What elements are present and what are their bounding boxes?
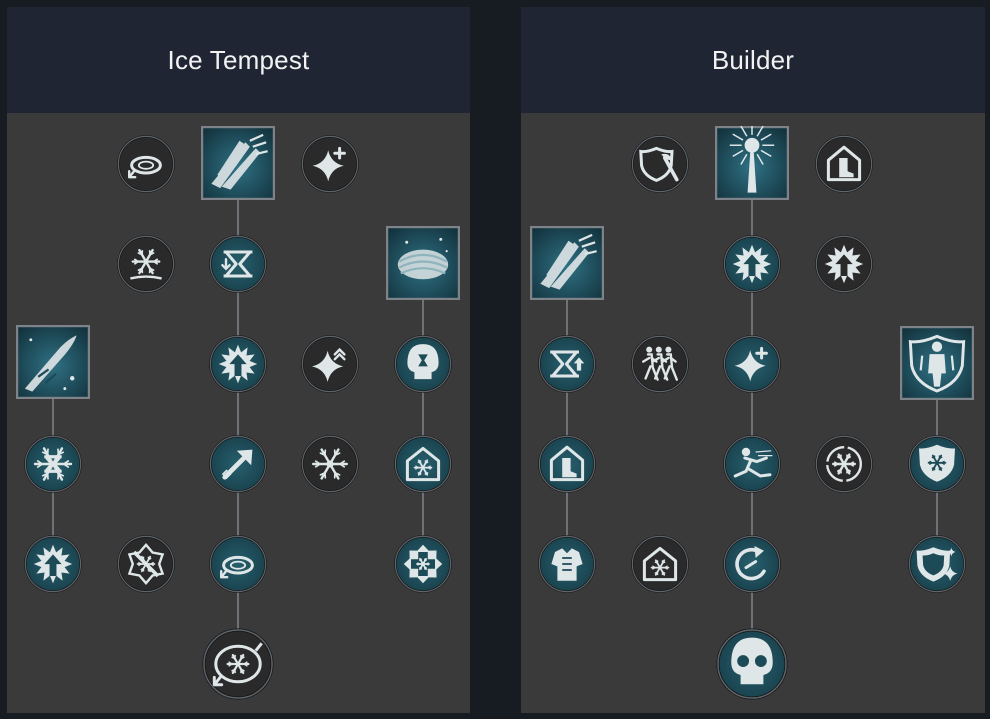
skill-node[interactable] [208,534,268,594]
skill-tree [521,7,985,713]
snowflake-hourglass-icon [33,447,73,481]
panel-header: Ice Tempest [7,7,470,113]
skill-node[interactable] [116,534,176,594]
skill-node[interactable] [386,226,460,300]
skill-node[interactable] [16,325,90,399]
skill-node[interactable] [393,534,453,594]
shield-snowflake-icon [919,444,955,482]
skill-node[interactable] [208,334,268,394]
skill-node[interactable] [630,334,690,394]
skill-node[interactable] [537,434,597,494]
skill-node[interactable] [814,234,874,294]
frost-comet-icon [24,335,77,392]
house-boot-icon [549,445,585,482]
skill-node[interactable] [900,326,974,400]
burst-up-arrow-icon [218,344,258,384]
sparkle-plus-icon [734,346,768,382]
snowflake-slash-icon [127,542,165,586]
running-figures-icon [642,346,678,381]
sparkle-chevrons-icon [312,347,346,382]
skill-node[interactable] [300,334,360,394]
snowflake-ground-icon [130,248,162,280]
skill-node[interactable] [907,534,967,594]
skill-node[interactable] [907,434,967,494]
skill-node[interactable] [208,434,268,494]
skill-node[interactable] [116,134,176,194]
frozen-figure-shield-icon [908,334,966,393]
skill-node[interactable] [722,234,782,294]
panel-header: Builder [521,7,985,113]
skill-node[interactable] [537,334,597,394]
orbit-return-icon [220,555,254,579]
shield-sparkle-icon [916,547,958,582]
skill-node[interactable] [814,134,874,194]
ice-shards-icon [211,133,268,190]
skull-snowflake-icon [731,637,773,685]
panel-title: Ice Tempest [167,44,310,75]
skill-node[interactable] [722,334,782,394]
ice-shards-icon [540,233,597,290]
house-snowflake-icon [642,546,678,582]
snowflake-circle-icon [826,446,862,482]
skill-node[interactable] [715,126,789,200]
snowflake-cross-icon [403,544,443,584]
skill-node[interactable] [23,534,83,594]
skill-node[interactable] [208,234,268,294]
skull-hourglass-icon [407,344,439,380]
shield-axe-icon [639,146,679,182]
figure-slide-icon [733,447,773,478]
circular-arrow-icon [735,546,766,581]
skill-node[interactable] [393,434,453,494]
skill-node[interactable] [715,627,789,701]
skill-node[interactable] [530,226,604,300]
skill-tree-panel-builder: Builder [521,7,985,713]
house-boot-icon [826,145,862,182]
burst-up-arrow-icon [824,244,864,284]
skill-node[interactable] [116,234,176,294]
skill-node[interactable] [722,434,782,494]
light-pillar-icon [729,126,775,193]
panel-title: Builder [711,44,795,75]
skill-node[interactable] [722,534,782,594]
snowflake-burst-icon [312,448,348,480]
armor-icon [551,548,583,581]
skill-node[interactable] [201,126,275,200]
hourglass-up-icon [550,350,585,378]
arrow-upright-icon [221,449,253,480]
skill-tree-panel-ice-tempest: Ice Tempest [7,7,470,713]
skill-node[interactable] [630,134,690,194]
skill-node[interactable] [630,534,690,594]
skill-node[interactable] [201,627,275,701]
skill-node[interactable] [393,334,453,394]
orbit-snowflake-icon [212,642,263,687]
house-snowflake-icon [405,446,441,482]
ice-dome-icon [397,237,449,280]
sparkle-plus-icon [312,146,346,182]
hourglass-down-icon [221,250,253,278]
skill-tree [7,7,470,713]
skill-node[interactable] [537,534,597,594]
burst-up-arrow-icon [732,244,772,284]
skill-node[interactable] [814,434,874,494]
skill-node[interactable] [300,434,360,494]
skill-node[interactable] [23,434,83,494]
orbit-return-icon [127,155,162,179]
skill-node[interactable] [300,134,360,194]
burst-up-arrow-icon [33,544,73,584]
